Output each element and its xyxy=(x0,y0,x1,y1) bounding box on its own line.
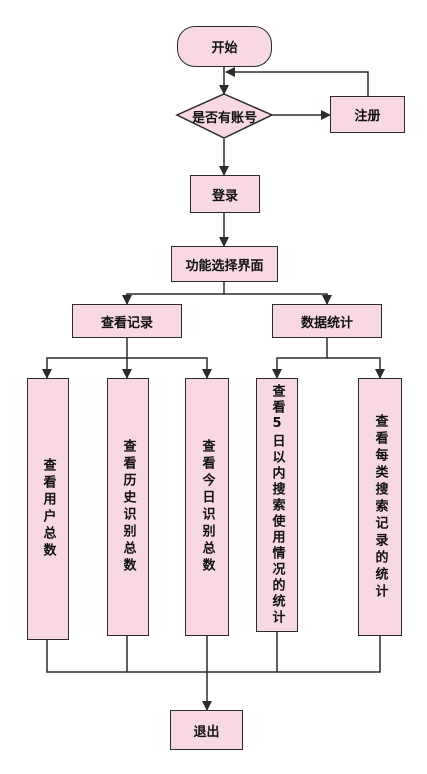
five-day-usage-node: 查看5日以内搜索使用情况的统计 xyxy=(256,378,298,632)
start-node: 开始 xyxy=(177,26,272,67)
exit-node: 退出 xyxy=(170,710,243,750)
arrow-stats-to-category xyxy=(327,357,385,379)
arrow-register-loop xyxy=(225,67,369,96)
function-select-label: 功能选择界面 xyxy=(185,258,264,274)
has-account-decision: 是否有账号 xyxy=(177,94,272,138)
has-account-label: 是否有账号 xyxy=(191,110,257,126)
history-total-node: 查看历史识别总数 xyxy=(107,378,149,636)
view-records-node: 查看记录 xyxy=(72,304,182,338)
arrow-stats-to-five-day xyxy=(272,338,328,379)
exit-label: 退出 xyxy=(193,724,220,740)
today-total-node: 查看今日识别总数 xyxy=(185,378,229,636)
data-stats-node: 数据统计 xyxy=(272,304,382,338)
has-account-diamond xyxy=(175,93,274,139)
function-select-node: 功能选择界面 xyxy=(171,246,278,282)
today-total-label: 查看今日识别总数 xyxy=(199,439,215,575)
total-users-label: 查看用户总数 xyxy=(40,458,56,560)
view-records-label: 查看记录 xyxy=(100,315,153,331)
five-day-usage-label: 查看5日以内搜索使用情况的统计 xyxy=(269,384,285,626)
register-label: 注册 xyxy=(354,109,381,124)
line-merge-to-exit xyxy=(46,632,381,673)
login-label: 登录 xyxy=(211,188,238,204)
arrow-view-to-total-users xyxy=(42,338,128,379)
arrow-function-to-stats xyxy=(224,293,332,305)
category-stats-label: 查看每类搜索记录的统计 xyxy=(372,413,388,601)
start-label: 开始 xyxy=(211,41,238,56)
data-stats-label: 数据统计 xyxy=(300,315,353,331)
register-node: 注册 xyxy=(330,96,405,133)
total-users-node: 查看用户总数 xyxy=(27,378,69,640)
login-node: 登录 xyxy=(190,175,260,213)
arrow-function-to-view xyxy=(122,282,225,305)
category-stats-node: 查看每类搜索记录的统计 xyxy=(358,378,402,636)
arrow-view-to-today xyxy=(127,357,212,379)
history-total-label: 查看历史识别总数 xyxy=(120,439,136,575)
